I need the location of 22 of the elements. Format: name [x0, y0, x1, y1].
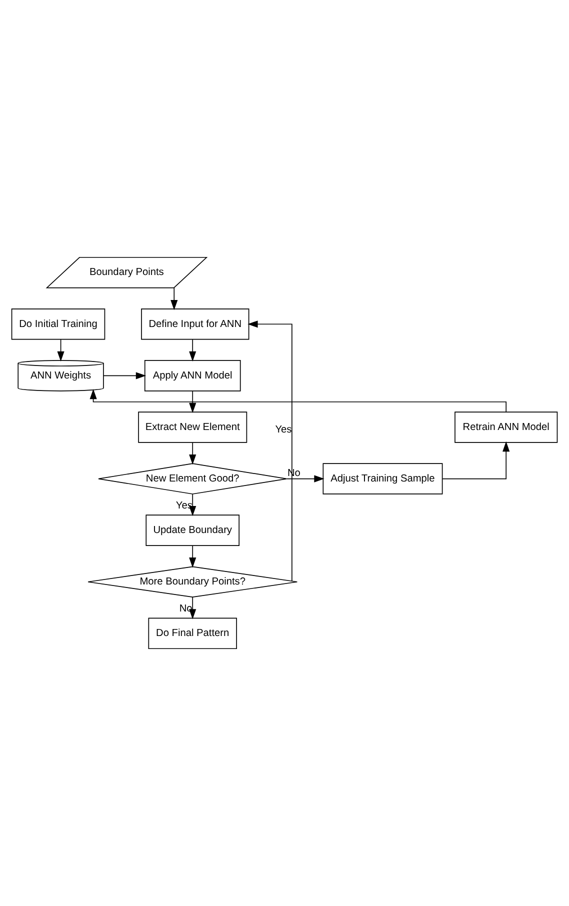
arrow	[442, 441, 510, 480]
arrow	[286, 475, 324, 482]
node-box: Do Final Pattern	[148, 618, 237, 650]
arrow	[189, 596, 196, 620]
arrow	[189, 390, 196, 414]
node-box: Do Initial Training	[11, 308, 106, 340]
edge-label: Yes	[275, 424, 292, 436]
node-box: Apply ANN Model	[144, 360, 241, 392]
arrow	[189, 545, 196, 568]
arrow	[57, 339, 64, 362]
node-box: Extract New Element	[138, 412, 248, 443]
node-diamond: More Boundary Points?	[88, 566, 298, 598]
node-box: Adjust Training Sample	[322, 463, 443, 494]
arrow	[189, 339, 196, 362]
node-box: Define Input for ANN	[141, 308, 250, 340]
node-box: Update Boundary	[146, 514, 240, 546]
node-box: Retrain ANN Model	[454, 412, 558, 443]
arrow	[170, 287, 178, 310]
arrow	[103, 372, 146, 380]
arrow	[189, 442, 196, 465]
arrow	[248, 320, 292, 582]
node-diamond: New Element Good?	[98, 463, 288, 494]
